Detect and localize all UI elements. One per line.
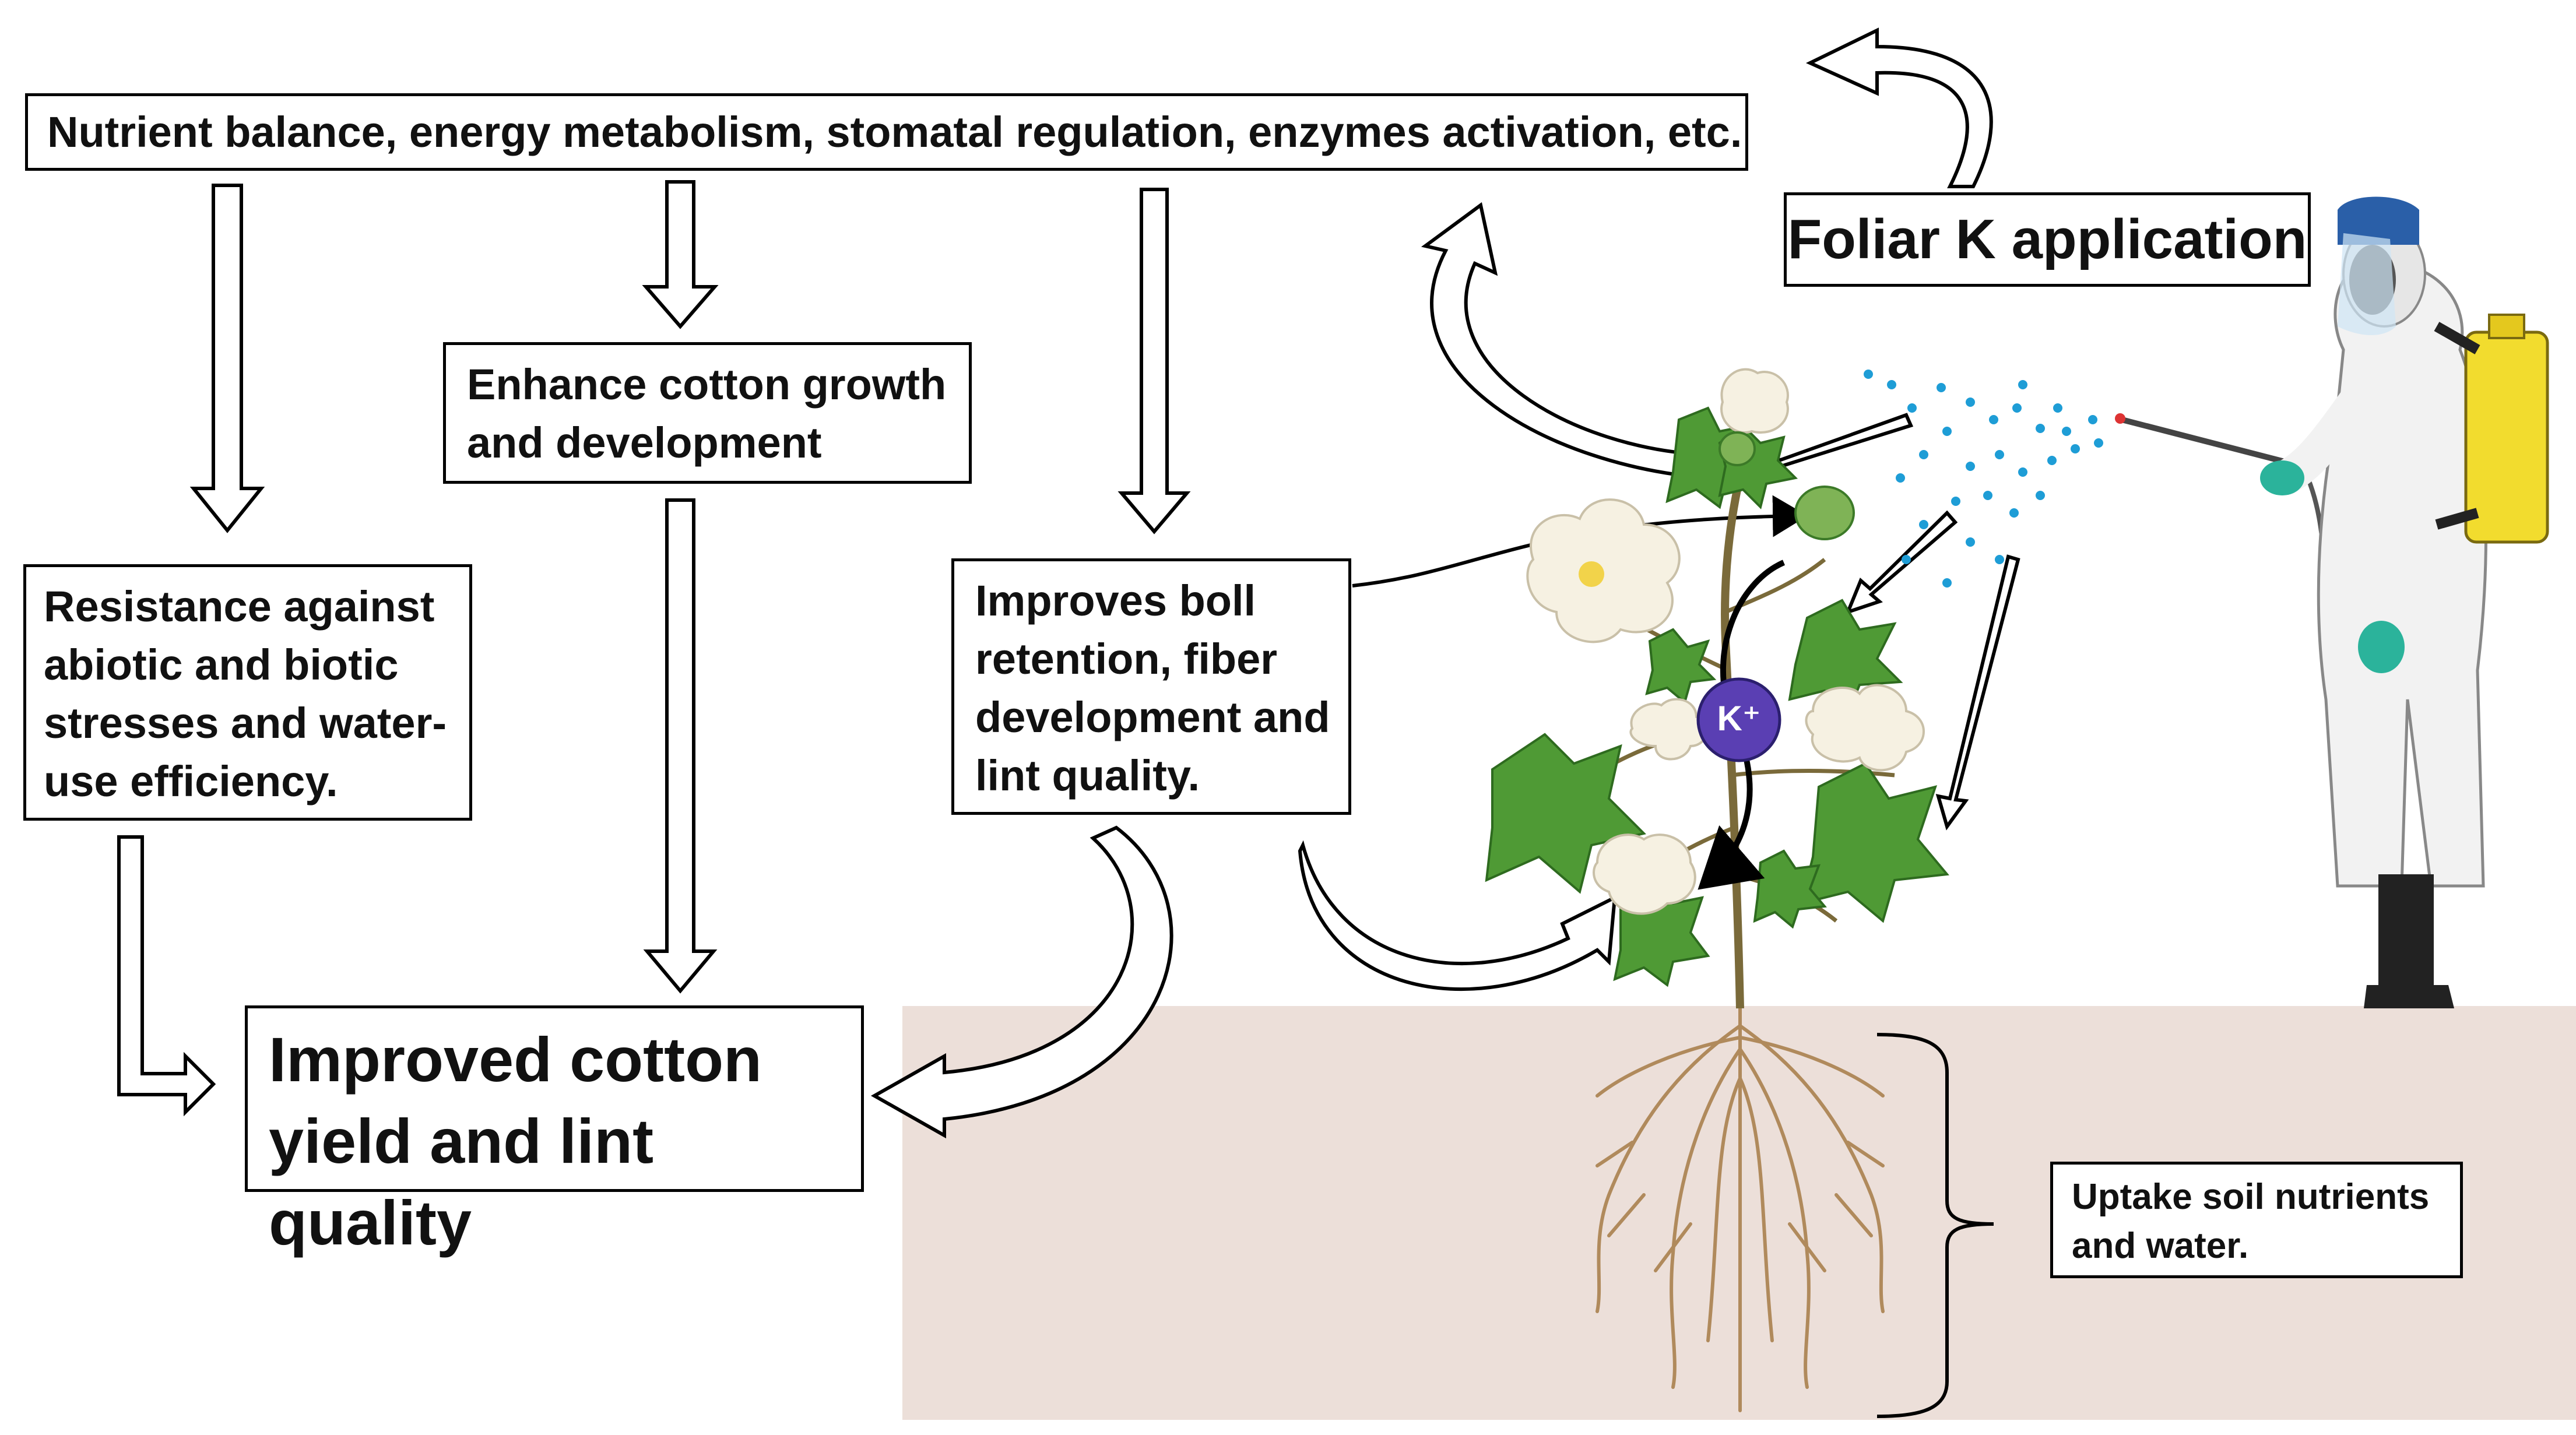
box-enhance-growth-line-1: Enhance cotton growth (467, 360, 947, 409)
box-improved-yield-line-1: Improved cotton (269, 1024, 762, 1095)
arrow-top-to-enhance (642, 180, 719, 329)
box-boll-retention-line-1: Improves boll (975, 576, 1256, 625)
box-enhance-growth: Enhance cotton growth and development (443, 342, 972, 484)
arrow-enhance-to-yield (643, 498, 718, 994)
roots-icon (1595, 1004, 1885, 1412)
arrow-plant-to-top (1421, 202, 1710, 480)
box-soil-uptake: Uptake soil nutrients and water. (2050, 1162, 2463, 1278)
arrow-spray-3 (1935, 554, 2020, 831)
box-stress-resistance-line-1: Resistance against (44, 582, 435, 631)
box-foliar-k-application-text: Foliar K application (1787, 208, 2307, 270)
box-stress-resistance-line-3: stresses and water- (44, 699, 447, 747)
roots-bracket (1876, 1033, 1994, 1418)
arrow-top-to-boll (1117, 188, 1191, 534)
box-boll-retention-line-4: lint quality. (975, 751, 1200, 800)
box-improved-yield: Improved cotton yield and lint quality (245, 1005, 864, 1258)
box-soil-uptake-line-2: and water. (2072, 1226, 2249, 1266)
box-soil-uptake-line-1: Uptake soil nutrients (2072, 1177, 2430, 1217)
arrow-foliar-to-top (1805, 27, 1993, 188)
arrow-top-to-resist (189, 184, 265, 533)
arrow-boll-to-bud (1352, 495, 1808, 588)
box-physiological-functions: Nutrient balance, energy metabolism, sto… (25, 93, 1748, 171)
box-boll-retention-line-3: development and (975, 693, 1330, 741)
box-physiological-functions-text: Nutrient balance, energy metabolism, sto… (47, 108, 1742, 156)
sprayer-worker-icon (2115, 196, 2549, 1008)
box-stress-resistance-line-4: use efficiency. (44, 757, 338, 806)
potassium-ion-label: K⁺ (1717, 699, 1761, 738)
arrow-resist-to-yield (117, 835, 216, 1117)
box-stress-resistance: Resistance against abiotic and biotic st… (23, 564, 472, 821)
box-stress-resistance-line-2: abiotic and biotic (44, 641, 399, 689)
spray-droplets-icon (1864, 370, 2103, 588)
box-foliar-k-application: Foliar K application (1784, 192, 2311, 287)
box-boll-retention-line-2: retention, fiber (975, 635, 1278, 683)
box-boll-retention: Improves boll retention, fiber developme… (951, 558, 1351, 815)
arrow-boll-to-yield (870, 825, 1173, 1139)
box-improved-yield-line-2: yield and lint quality (269, 1106, 654, 1258)
box-enhance-growth-line-2: and development (467, 418, 822, 467)
arrow-bottom-loop (1298, 840, 1617, 991)
arrow-spray-2 (1844, 510, 1958, 615)
potassium-ion-icon (1696, 677, 1781, 762)
